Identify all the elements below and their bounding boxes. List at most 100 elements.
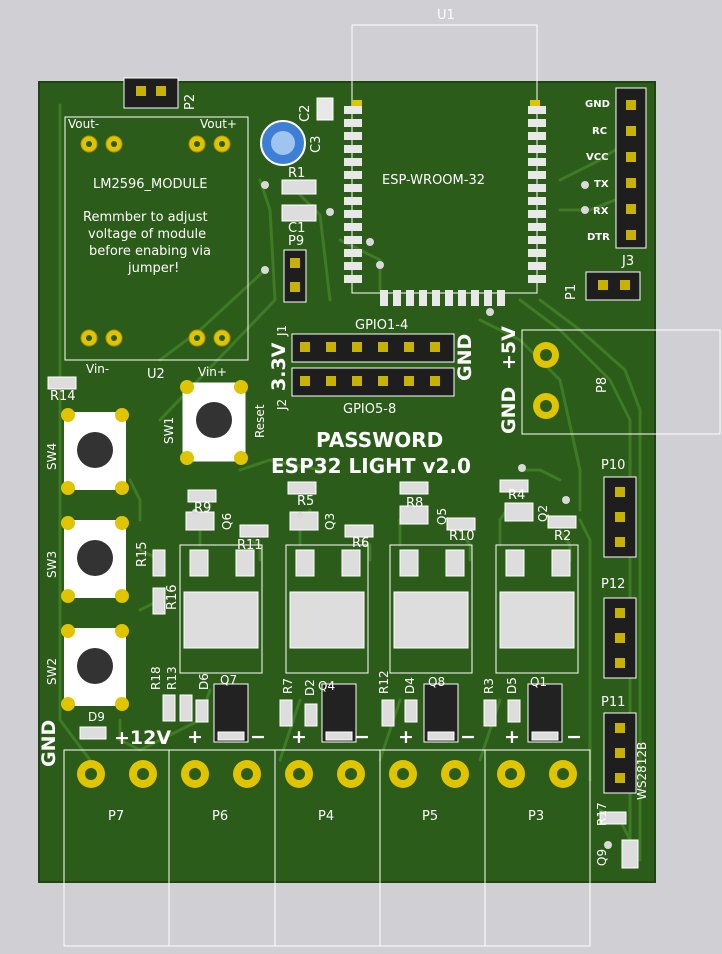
d6-label: D6 <box>197 673 211 690</box>
p3-plus-label: + <box>504 726 520 748</box>
r18-label: R18 <box>149 666 163 690</box>
vin-minus-label: Vin- <box>86 362 110 376</box>
q5-label: Q5 <box>435 507 449 525</box>
title-line1: PASSWORD <box>316 428 444 452</box>
q6-label: Q6 <box>220 512 234 530</box>
u1-label: U1 <box>437 8 455 23</box>
c2-label: C2 <box>298 104 313 122</box>
j3-pin-rc: RC <box>592 126 608 137</box>
p2-label: P2 <box>183 93 198 110</box>
module-note-2: voltage of module <box>88 227 207 242</box>
module-note-3: before enabing via <box>89 244 211 259</box>
r8-label: R8 <box>406 496 424 511</box>
c3-label: C3 <box>309 135 324 153</box>
smd-transistors <box>185 502 639 869</box>
gpio5-8-label: GPIO5-8 <box>343 402 397 417</box>
esp-right-pads <box>528 106 546 283</box>
gpio-gnd-label: GND <box>454 333 476 381</box>
r1-label: R1 <box>288 166 306 181</box>
q2-label: Q2 <box>536 504 550 522</box>
p11-label: P11 <box>601 695 626 710</box>
j3-pin-gnd: GND <box>585 99 610 110</box>
sw3-label: SW3 <box>45 550 59 578</box>
p1-header <box>585 271 641 301</box>
q3-label: Q3 <box>323 512 337 530</box>
sw4-label: SW4 <box>45 442 59 470</box>
p6-minus-label: − <box>250 726 266 748</box>
d9-label: D9 <box>88 710 105 724</box>
p3-label: P3 <box>528 809 545 824</box>
p10-header <box>603 476 637 558</box>
vin-plus-label: Vin+ <box>198 365 227 379</box>
p8-terminal-outline <box>521 329 721 435</box>
j1-header <box>291 333 455 363</box>
r14-label: R14 <box>50 389 76 404</box>
esp-bottom-pads <box>380 290 505 306</box>
j3-pin-tx: TX <box>594 179 609 190</box>
module-note-4: jumper! <box>128 261 180 276</box>
q9-label: Q9 <box>595 848 609 866</box>
r12-label: R12 <box>377 670 391 694</box>
outputs-gnd-label: GND <box>38 719 60 767</box>
r2-label: R2 <box>554 529 572 544</box>
j3-header <box>615 87 647 249</box>
esp-left-pads <box>344 106 362 283</box>
r13-label: R13 <box>165 666 179 690</box>
q4-label: Q4 <box>318 679 336 693</box>
c1-part <box>281 204 317 222</box>
power-gnd-label: GND <box>498 386 520 434</box>
outputs-12v-label: +12V <box>114 727 172 749</box>
module-name: LM2596_MODULE <box>93 177 208 192</box>
r4-label: R4 <box>508 488 526 503</box>
output-terminals <box>63 749 591 947</box>
p10-label: P10 <box>601 458 626 473</box>
switch-sw3 <box>61 516 129 603</box>
r10-label: R10 <box>449 529 475 544</box>
c2-part <box>316 97 334 121</box>
p8-label: P8 <box>595 376 610 393</box>
gpio1-4-label: GPIO1-4 <box>355 318 409 333</box>
r17-label: R17 <box>595 802 609 826</box>
p5-label: P5 <box>422 809 439 824</box>
j2-header <box>291 367 455 397</box>
vout-minus-label: Vout- <box>68 117 100 131</box>
smd-resistors <box>47 376 627 825</box>
j3-pin-dtr: DTR <box>587 232 610 243</box>
r3-label: R3 <box>482 678 496 694</box>
j1-label: J1 <box>275 324 289 336</box>
title-line2: ESP32 LIGHT v2.0 <box>271 454 471 478</box>
p6-label: P6 <box>212 809 229 824</box>
switch-sw2 <box>61 624 129 711</box>
p7-label: P7 <box>108 809 125 824</box>
j2-label: J2 <box>275 398 289 410</box>
d2-label: D2 <box>303 679 317 696</box>
switch-sw4 <box>61 408 129 495</box>
sw2-label: SW2 <box>45 657 59 685</box>
r16-label: R16 <box>165 584 180 610</box>
power-mosfet-footprints <box>179 544 579 674</box>
p4-minus-label: − <box>354 726 370 748</box>
j3-label: J3 <box>622 254 635 269</box>
d5-label: D5 <box>505 677 519 694</box>
p5-minus-label: − <box>460 726 476 748</box>
vout-plus-label: Vout+ <box>200 117 237 131</box>
q1-label: Q1 <box>530 675 548 689</box>
esp-name: ESP-WROOM-32 <box>382 173 485 188</box>
c1-label: C1 <box>288 221 306 236</box>
p3-minus-label: − <box>566 726 582 748</box>
switch-sw1 <box>180 380 248 465</box>
diodes <box>79 683 563 743</box>
r6-label: R6 <box>352 536 370 551</box>
power-5v-label: +5V <box>498 326 520 370</box>
reset-label: Reset <box>253 404 267 438</box>
ws2812b-label: WS2812B <box>635 741 649 800</box>
p9-label: P9 <box>288 234 305 249</box>
u2-label: U2 <box>147 367 165 382</box>
v33-label: 3.3V <box>268 342 290 391</box>
lm2596-module-outline <box>64 116 249 361</box>
r15-label: R15 <box>135 541 150 567</box>
p5-plus-label: + <box>398 726 414 748</box>
p6-plus-label: + <box>187 726 203 748</box>
j3-pin-rx: RX <box>593 206 609 217</box>
r9-label: R9 <box>194 501 212 516</box>
